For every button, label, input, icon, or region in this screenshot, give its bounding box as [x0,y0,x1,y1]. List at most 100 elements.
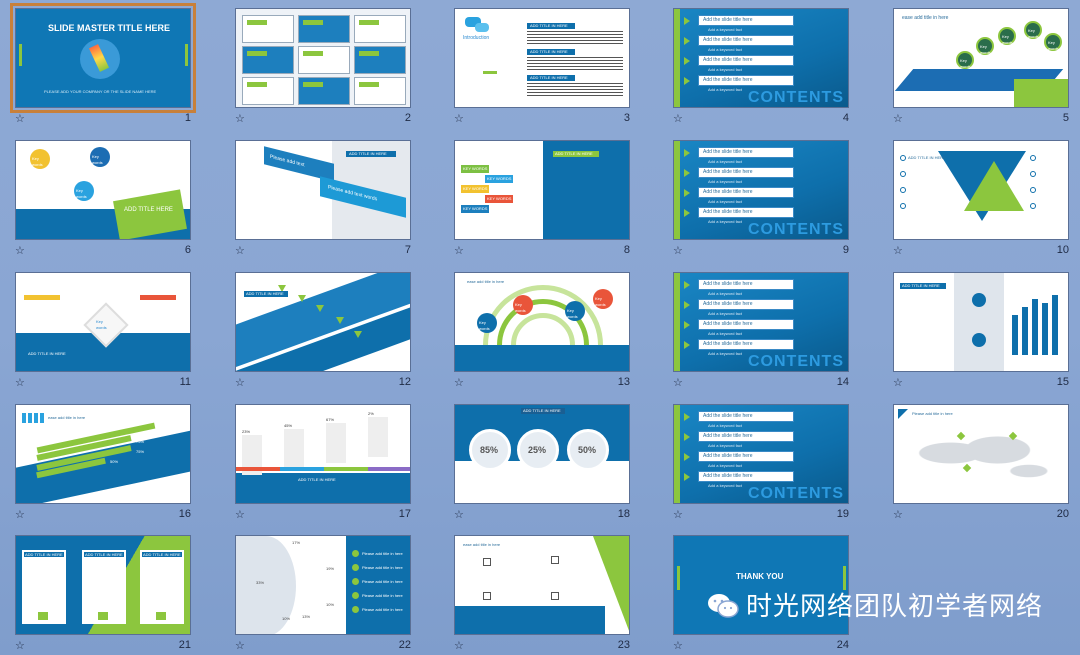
slide-thumbnail-20[interactable]: Please add title in here☆20 [893,404,1069,521]
star-icon[interactable]: ☆ [454,377,464,389]
star-icon[interactable]: ☆ [673,245,683,257]
star-icon[interactable]: ☆ [673,509,683,521]
star-icon[interactable]: ☆ [673,377,683,389]
star-icon[interactable]: ☆ [15,377,25,389]
star-icon[interactable]: ☆ [15,640,25,652]
color-bar [280,467,324,471]
slide-preview[interactable]: ADD TITLE IN HERE [893,272,1069,372]
bullet-icon [900,155,906,161]
star-icon[interactable]: ☆ [235,377,245,389]
star-icon[interactable]: ☆ [235,509,245,521]
slide-preview[interactable]: 23%45%67%2%ADD TITLE IN HERE [235,404,411,504]
mini-accent [359,51,379,56]
slide-preview[interactable]: ease add title in here [454,535,630,635]
star-icon[interactable]: ☆ [893,113,903,125]
check-icon [352,606,359,613]
slide-preview[interactable]: Please add title in here [893,404,1069,504]
star-icon[interactable]: ☆ [15,509,25,521]
mini-slide [298,15,350,43]
star-icon[interactable]: ☆ [454,509,464,521]
slide-thumbnail-15[interactable]: ADD TITLE IN HERE☆15 [893,272,1069,389]
slide-thumbnail-12[interactable]: ADD TITLE IN HERE☆12 [235,272,411,389]
slide-thumbnail-10[interactable]: ADD TITLE IN HERE☆10 [893,140,1069,257]
item-label: Add the slide title here [703,17,753,23]
star-icon[interactable]: ☆ [454,113,464,125]
slide-thumbnail-24[interactable]: THANK YOU☆24 [673,535,849,652]
slide-preview[interactable] [235,8,411,108]
heading: ADD TITLE IN HERE [555,151,593,156]
slide-thumbnail-17[interactable]: 23%45%67%2%ADD TITLE IN HERE☆17 [235,404,411,521]
slide-thumbnail-2[interactable]: ☆2 [235,8,411,125]
contents-item: Add the slide title here [698,319,794,330]
text-block [527,83,623,97]
star-icon[interactable]: ☆ [673,640,683,652]
heading: ADD TITLE HERE [124,207,173,213]
slide-thumbnail-23[interactable]: ease add title in here☆23 [454,535,630,652]
star-icon[interactable]: ☆ [235,113,245,125]
star-icon[interactable]: ☆ [893,509,903,521]
check-icon [352,578,359,585]
slide-preview[interactable]: 17%19%33%10%10%13%Please add title in he… [235,535,411,635]
arrow-icon [684,321,690,329]
star-icon[interactable]: ☆ [893,377,903,389]
item-label: Add the slide title here [703,433,753,439]
accent-strip [674,405,680,503]
star-icon[interactable]: ☆ [454,245,464,257]
star-icon[interactable]: ☆ [15,245,25,257]
slide-preview[interactable]: ADD TITLE IN HERE [235,272,411,372]
item-sub: Add a keyword fact [708,219,743,224]
bullet-icon [1030,203,1036,209]
slide-preview[interactable]: THANK YOU [673,535,849,635]
star-icon[interactable]: ☆ [673,113,683,125]
item-sub: Add a keyword fact [708,159,743,164]
star-icon[interactable]: ☆ [235,245,245,257]
item-label: Add the slide title here [703,341,753,347]
color-bar [368,467,410,471]
heading: ease add title in here [467,279,505,284]
slide-thumbnail-22[interactable]: 17%19%33%10%10%13%Please add title in he… [235,535,411,652]
side-bar [19,44,22,66]
arrow-icon [684,169,690,177]
item-sub: Add a keyword fact [708,483,743,488]
star-icon[interactable]: ☆ [454,640,464,652]
slide-preview[interactable]: ADD TITLE IN HERE [893,140,1069,240]
key-label: Key words [32,156,43,167]
star-icon[interactable]: ☆ [893,245,903,257]
percent: 45% [284,423,293,428]
percent: 2% [368,411,374,416]
star-icon[interactable]: ☆ [235,640,245,652]
percent: 67% [326,417,335,422]
key-circle: Key words [1024,21,1042,39]
star-icon[interactable]: ☆ [15,113,25,125]
